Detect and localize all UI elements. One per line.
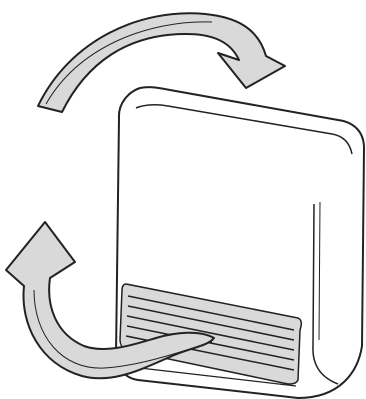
airflow-diagram bbox=[0, 0, 366, 399]
diagram-canvas bbox=[0, 0, 366, 399]
